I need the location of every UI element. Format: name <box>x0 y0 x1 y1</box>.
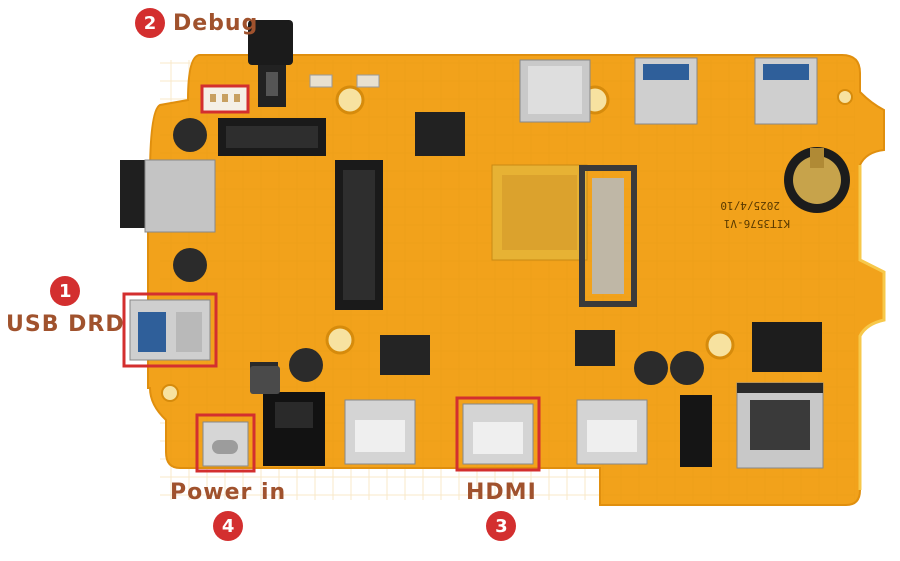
callout-number: 3 <box>486 511 517 541</box>
soc-area <box>491 164 637 307</box>
callout-hdmi: HDMI 3 <box>466 480 537 541</box>
callout-label: USB DRD <box>6 312 125 337</box>
callout-debug: 2 Debug <box>135 8 258 38</box>
callout-label: Power in <box>170 480 287 505</box>
callout-number: 2 <box>135 8 165 38</box>
board-model-text: KIT3576-V1 <box>723 217 790 230</box>
ethernet-port <box>736 382 824 469</box>
callout-label: Debug <box>173 10 259 36</box>
m2-slot-top <box>218 118 326 156</box>
m2-slot-vertical <box>335 160 383 310</box>
usb-pd-port <box>195 413 256 473</box>
callout-power-in: Power in 4 <box>170 480 286 541</box>
usb-drd-port <box>122 292 218 368</box>
capacitors <box>173 118 704 385</box>
board-date-text: 2025/4/10 <box>720 199 780 212</box>
hdmi-ports <box>344 396 648 472</box>
coin-battery-holder <box>784 147 850 213</box>
callout-usb-drd: 1 USB DRD <box>6 276 125 337</box>
usb-ports-top <box>634 57 818 125</box>
callout-number: 1 <box>50 276 81 306</box>
callout-label: HDMI <box>466 480 537 505</box>
callout-number: 4 <box>213 511 244 541</box>
debug-header <box>200 20 293 114</box>
